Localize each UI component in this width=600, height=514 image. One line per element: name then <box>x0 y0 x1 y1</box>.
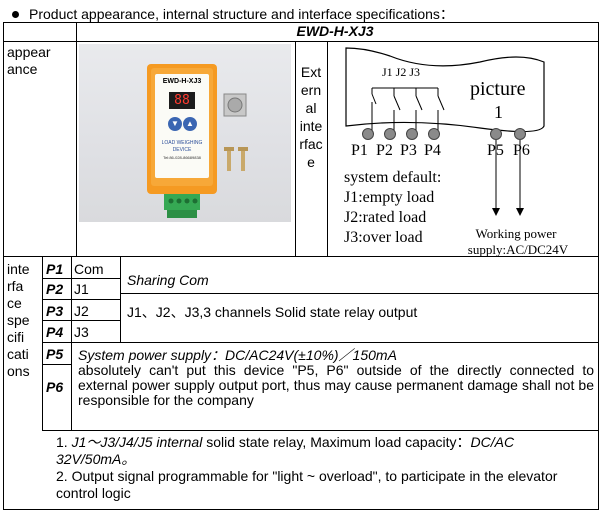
bullet-icon <box>12 10 19 18</box>
col-divider <box>71 342 72 430</box>
pin-label-p2: P2 <box>376 142 393 159</box>
row-divider <box>3 41 599 42</box>
pin-label-p3: P3 <box>400 142 417 159</box>
relay-label-j3: J3 <box>409 65 421 79</box>
device-label-line1: LOAD WEIGHING <box>161 140 203 146</box>
model-header: EWD-H-XJ3 <box>296 23 374 39</box>
pin-p3-name: J2 <box>74 303 89 319</box>
col-divider <box>327 41 328 256</box>
row-divider <box>42 278 121 279</box>
device-photo: EWD-H-XJ3 88 ▼ ▲ LOAD WEIGHING DEVICE Te… <box>79 44 291 222</box>
row-divider <box>120 293 599 294</box>
pin-label-p6: P6 <box>513 142 530 159</box>
wiring-drawing <box>345 47 545 216</box>
pin-label-p5: P5 <box>487 142 504 159</box>
sharing-com: Sharing Com <box>127 272 209 288</box>
device-illustration <box>147 64 248 218</box>
relay-output: J1、J2、J3,3 channels Solid state relay ou… <box>127 304 418 320</box>
col-divider <box>76 41 77 256</box>
row-divider <box>42 430 599 431</box>
col-divider <box>42 256 43 430</box>
relay-label-j1: J1 <box>382 65 393 79</box>
device-model-text: EWD-H-XJ3 <box>162 78 202 85</box>
note-1-italic-2: DC/AC 32V/50mA。 <box>56 434 515 467</box>
relay-labels: J1 J2 J3 <box>382 65 420 79</box>
pin-p3: P3 <box>46 303 64 319</box>
note-2-number: 2. <box>56 468 68 484</box>
power-line2: supply:AC/DC24V <box>467 242 569 257</box>
button-down-icon: ▼ <box>171 119 179 128</box>
appearance-label: appear ance <box>7 44 51 77</box>
device-tel: Tel:86-028-86689838 <box>163 155 201 160</box>
section-heading: Product appearance, internal structure a… <box>12 4 454 24</box>
row-divider <box>42 299 121 300</box>
picture-title: picture <box>470 78 526 100</box>
note-2: 2. Output signal programmable for "light… <box>56 468 596 502</box>
pin-label-p4: P4 <box>424 142 441 159</box>
pin-p4-name: J3 <box>74 324 89 340</box>
interface-specs-label: inte rfa ce spe cifi cati ons <box>7 261 30 379</box>
pin-p5: P5 <box>46 346 64 362</box>
row-divider <box>42 364 71 365</box>
relay-label-j2: J2 <box>395 65 407 79</box>
default-j3: J3:over load <box>344 229 423 246</box>
button-up-icon: ▲ <box>186 119 194 128</box>
pin-p2-name: J1 <box>74 281 89 297</box>
power-line1: Working power <box>475 226 557 241</box>
spec-table <box>3 22 599 510</box>
note-1-text: solid state relay, Maximum load capacity… <box>202 434 471 450</box>
col-divider <box>76 22 77 42</box>
picture-number: 1 <box>494 102 503 122</box>
row-divider <box>3 256 599 257</box>
pin-p6: P6 <box>46 379 64 395</box>
defaults-title: system default: <box>344 169 442 186</box>
wiring-diagram: J1 J2 J3 picture 1 P1 P2 P3 P4 P5 P6 sys… <box>330 44 598 260</box>
row-divider <box>42 342 599 343</box>
power-supply: System power supply：DC/AC24V(±10%)／150mA <box>78 347 397 363</box>
note-2-text: Output signal programmable for "light ~ … <box>56 468 558 501</box>
pin-p1: P1 <box>46 261 64 277</box>
device-label-line2: DEVICE <box>172 147 192 153</box>
pin-label-p1: P1 <box>351 142 368 159</box>
pin-p2: P2 <box>46 281 64 297</box>
note-1: 1. J1～J3/J4/J5 internal solid state rela… <box>56 434 596 468</box>
default-j1: J1:empty load <box>344 189 435 206</box>
note-1-italic: J1～J3/J4/J5 internal <box>71 434 203 450</box>
col-divider <box>295 41 296 256</box>
warning-text: absolutely can't put this device "P5, P6… <box>78 362 594 408</box>
pin-p4: P4 <box>46 324 64 340</box>
external-interface-label: Ext ern al inte rfac e <box>299 64 323 170</box>
device-display: 88 <box>174 93 190 108</box>
row-divider <box>42 320 121 321</box>
note-1-number: 1. <box>56 434 68 450</box>
default-j2: J2:rated load <box>344 209 427 226</box>
pin-p1-name: Com <box>74 261 104 277</box>
